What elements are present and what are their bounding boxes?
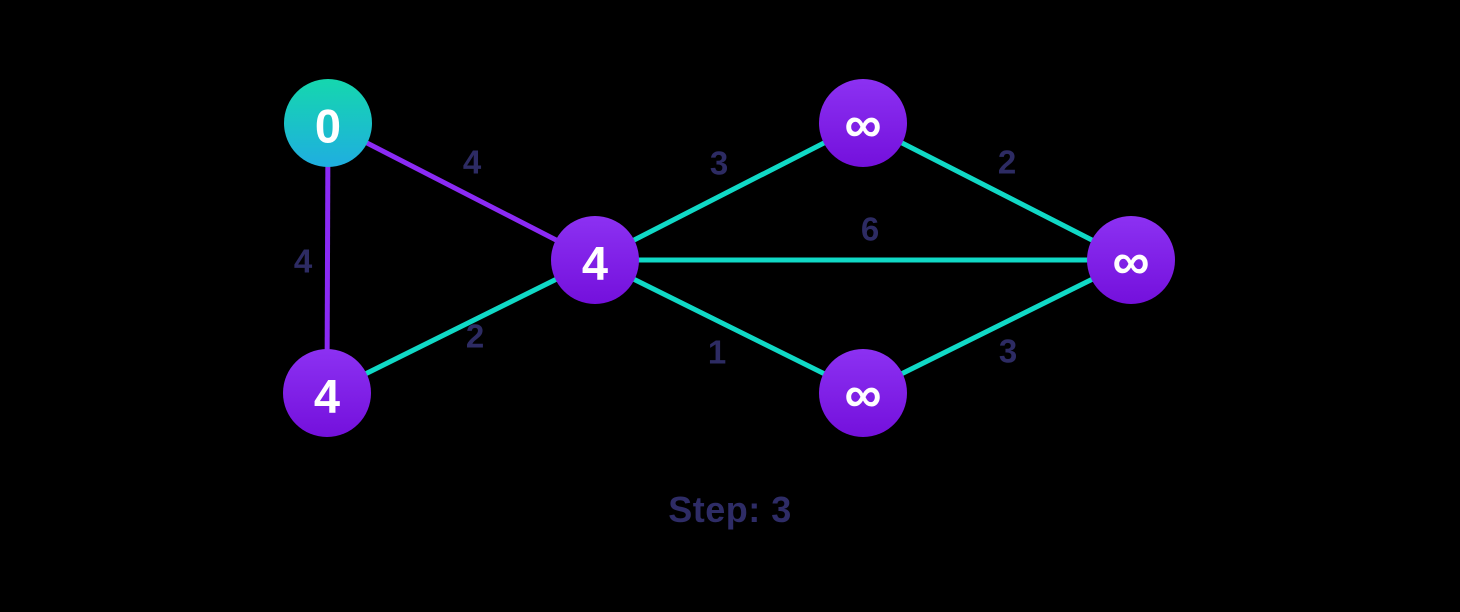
node-circle-center (551, 216, 639, 304)
graph-node-top-right: ∞ (819, 79, 907, 167)
graph-node-start: 0 (284, 79, 372, 167)
node-distance-right: ∞ (1112, 233, 1149, 291)
node-circle-left-bottom (283, 349, 371, 437)
node-distance-start: 0 (315, 99, 341, 152)
graph-node-center: 4 (551, 216, 639, 304)
graph-node-right: ∞ (1087, 216, 1175, 304)
edge-start-left-bottom (324, 122, 331, 394)
graph-node-bottom-right: ∞ (819, 349, 907, 437)
node-distance-bottom-right: ∞ (844, 366, 881, 424)
edge-weight-center-top-right: 3 (710, 145, 728, 182)
node-distance-top-right: ∞ (844, 96, 881, 154)
edge-labels-layer: 4 4 2 3 2 6 1 3 (294, 144, 1017, 371)
edge-weight-bottom-right-right: 3 (999, 333, 1017, 370)
edge-weight-start-center: 4 (463, 144, 482, 181)
node-circle-top-right (819, 79, 907, 167)
step-indicator: Step: 3 (668, 489, 792, 530)
edge-bottom-right-right (861, 257, 1133, 396)
node-distance-left-bottom: 4 (314, 369, 340, 422)
edge-start-center (326, 120, 597, 263)
edges-layer (324, 120, 1133, 396)
edge-center-top-right (593, 120, 865, 263)
edge-left-bottom-center (325, 257, 597, 396)
nodes-layer: 0 4 4 ∞ ∞ ∞ (283, 79, 1175, 437)
edge-weight-center-bottom-right: 1 (708, 334, 726, 371)
node-circle-right (1087, 216, 1175, 304)
edge-weight-start-left-bottom: 4 (294, 243, 313, 280)
edge-top-right-right (861, 120, 1133, 263)
node-distance-center: 4 (582, 236, 608, 289)
edge-weight-top-right-right: 2 (998, 144, 1016, 181)
node-circle-bottom-right (819, 349, 907, 437)
graph-node-left-bottom: 4 (283, 349, 371, 437)
edge-weight-left-bottom-center: 2 (466, 318, 484, 355)
node-circle-start (284, 79, 372, 167)
edge-weight-center-right: 6 (861, 211, 879, 248)
edge-center-bottom-right (593, 257, 865, 396)
